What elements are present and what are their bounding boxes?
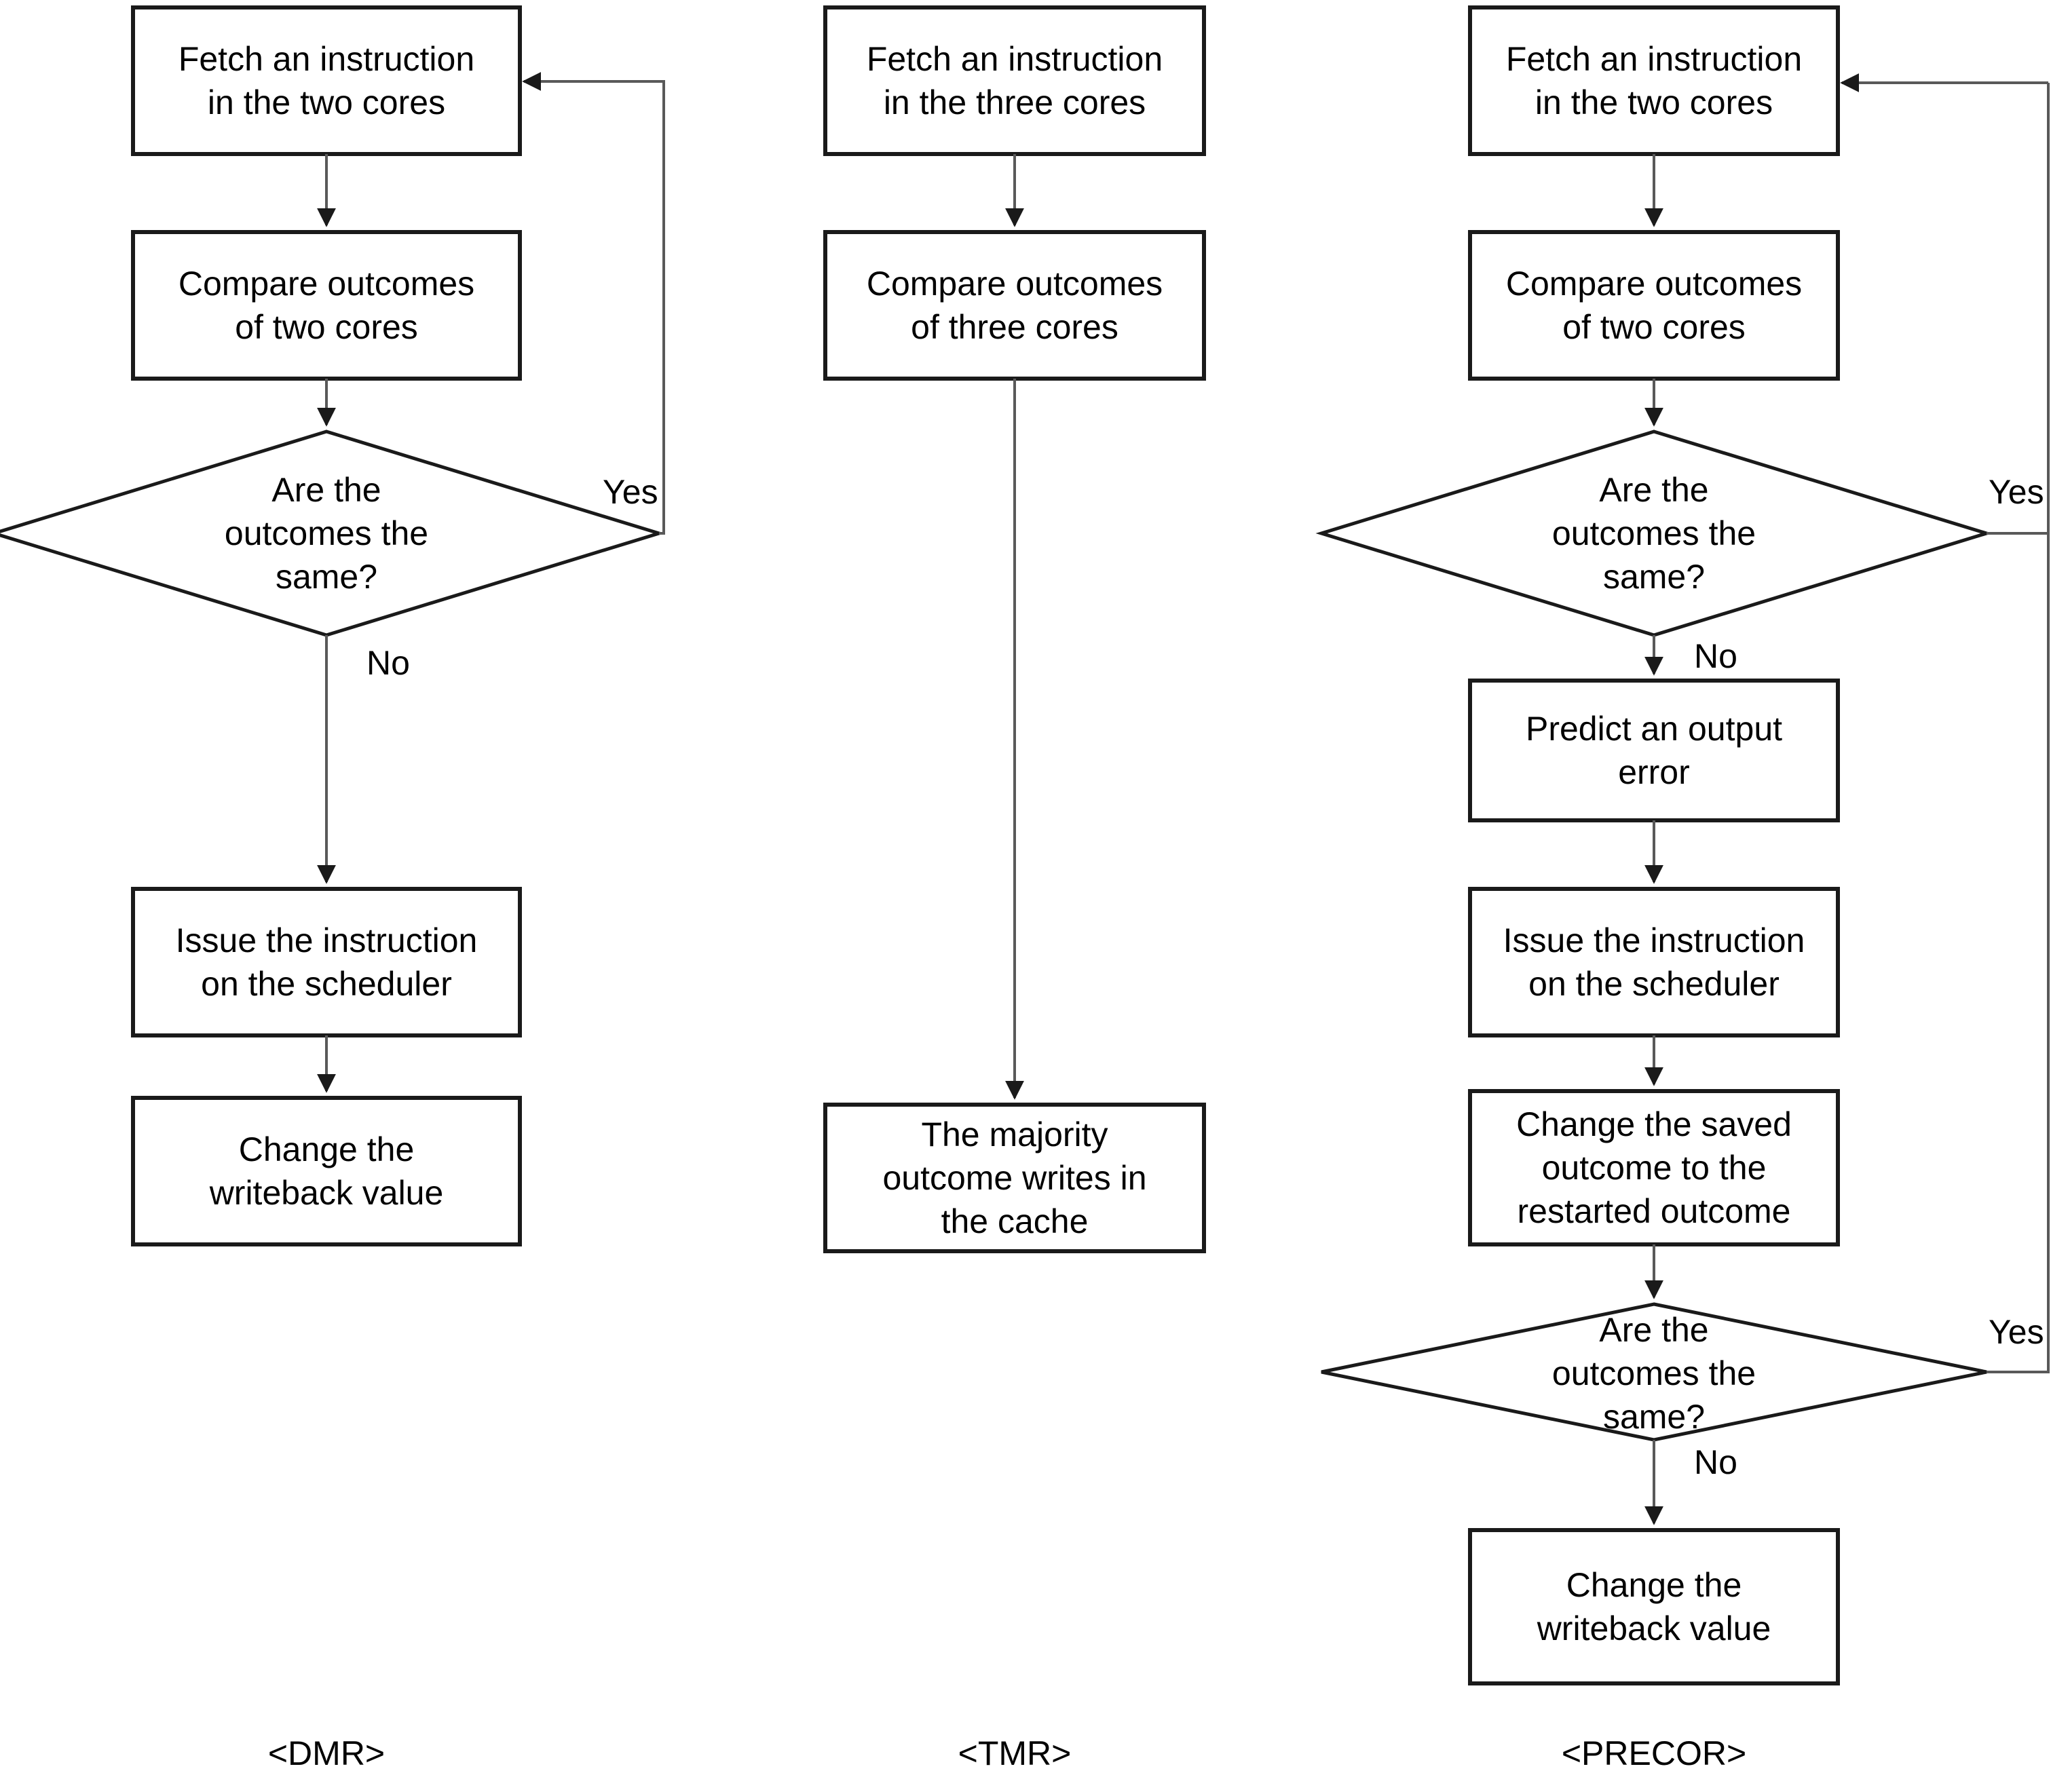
node-dmr-n4 [131,887,522,1037]
edge-label-precor-no-1: No [1694,637,1737,675]
node-dmr-n1 [131,5,522,156]
node-precor-n2 [1468,230,1840,381]
node-precor-n3 [1315,430,1993,637]
node-precor-n8 [1468,1528,1840,1685]
edge-label-precor-no-2: No [1694,1443,1737,1481]
column-caption-dmr: <DMR> [267,1734,385,1772]
node-tmr-n3 [823,1103,1206,1253]
column-caption-precor: <PRECOR> [1561,1734,1747,1772]
node-precor-n7 [1321,1302,1987,1442]
node-precor-n5 [1468,887,1840,1037]
node-precor-n1 [1468,5,1840,156]
node-tmr-n1 [823,5,1206,156]
edge-dmr-yes-feedback [522,72,665,535]
node-tmr-n2 [823,230,1206,381]
node-dmr-n2 [131,230,522,381]
edge-label-precor-yes-2: Yes [1989,1313,2044,1351]
node-dmr-n5 [131,1096,522,1246]
edge-precor-yes-2-feedback [1987,83,2050,1373]
node-precor-n6 [1468,1089,1840,1246]
edge-label-dmr-no: No [366,644,410,682]
edge-label-dmr-yes: Yes [603,473,658,511]
node-precor-n4 [1468,679,1840,822]
edge-label-precor-yes-1: Yes [1989,473,2044,511]
node-dmr-n3 [0,430,665,637]
column-caption-tmr: <TMR> [958,1734,1072,1772]
